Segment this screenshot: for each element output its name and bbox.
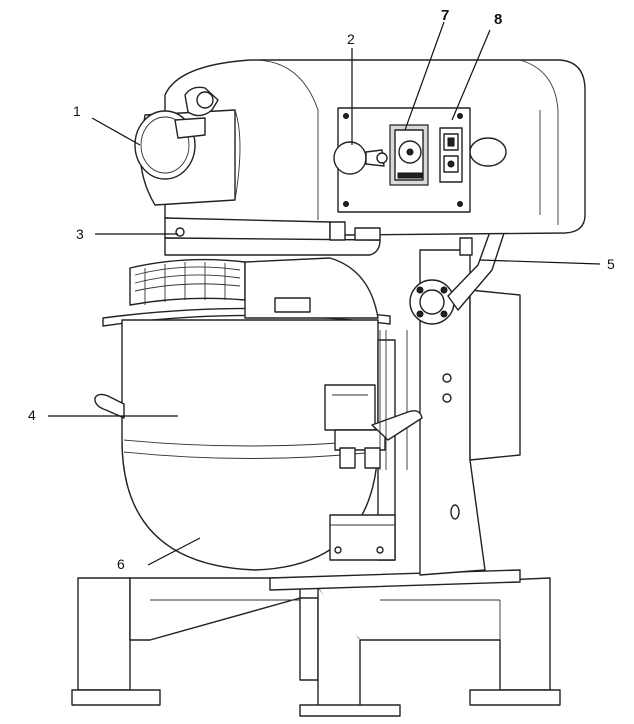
callout-2: 2 bbox=[347, 31, 355, 47]
callout-labels: 1 2 3 4 5 6 7 8 bbox=[28, 7, 615, 572]
callout-4: 4 bbox=[28, 407, 36, 423]
guard-switch-assembly bbox=[324, 330, 423, 470]
callout-3: 3 bbox=[76, 226, 84, 242]
leader-lines bbox=[48, 21, 601, 566]
bowl bbox=[94, 257, 396, 571]
mixer-column bbox=[406, 249, 521, 576]
mixer-head bbox=[134, 59, 586, 256]
mixer-base bbox=[71, 569, 561, 717]
callout-5: 5 bbox=[607, 256, 615, 272]
callout-8: 8 bbox=[494, 11, 502, 28]
callout-6: 6 bbox=[117, 556, 125, 572]
callout-7: 7 bbox=[441, 7, 449, 24]
callout-1: 1 bbox=[73, 103, 81, 119]
